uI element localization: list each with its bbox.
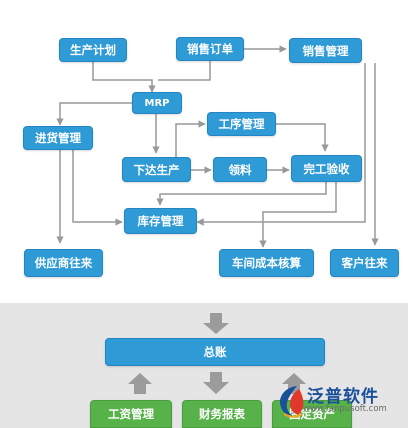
workshop-costing-node[interactable]: 车间成本核算: [219, 249, 314, 277]
connector-sales-to-inventory: [196, 63, 366, 226]
brand-logo: 泛普软件 www.fanpusoft.com: [277, 382, 405, 422]
brand-logo-name: 泛普软件: [307, 387, 379, 407]
inventory-management-node[interactable]: 库存管理: [124, 208, 197, 234]
financial-reports-node[interactable]: 财务报表: [182, 400, 262, 428]
connector-plan-to-mrp: [92, 62, 156, 93]
payroll-management-node[interactable]: 工资管理: [90, 400, 172, 428]
connector-order-to-mrp: [158, 61, 211, 81]
connector-mrp-to-purchase: [56, 102, 132, 126]
process-management-node[interactable]: 工序管理: [207, 112, 276, 136]
connector-completion-to-costing: [259, 182, 337, 248]
customer-accounts-node[interactable]: 客户往来: [330, 249, 399, 277]
general-ledger-node[interactable]: 总账: [105, 338, 325, 366]
block-arrow-reports-down: [203, 372, 229, 394]
connector-purchase-to-inventory: [72, 150, 123, 226]
connector-process-to-completion: [276, 123, 329, 152]
purchase-management-node[interactable]: 进货管理: [23, 126, 93, 150]
block-arrow-assets-up: [282, 373, 306, 394]
mrp-node[interactable]: MRP: [132, 92, 182, 114]
block-arrow-into-ledger: [203, 313, 229, 334]
production-plan-node[interactable]: 生产计划: [59, 38, 127, 62]
issue-production-node[interactable]: 下达生产: [122, 157, 191, 182]
connector-completion-to-inventory: [156, 182, 327, 206]
sales-order-node[interactable]: 销售订单: [176, 37, 244, 61]
sales-management-node[interactable]: 销售管理: [289, 38, 362, 63]
brand-logo-icon: [280, 386, 304, 418]
supplier-accounts-node[interactable]: 供应商往来: [24, 249, 103, 277]
connector-issue-to-process: [175, 120, 206, 157]
block-arrow-payroll-up: [128, 373, 152, 394]
brand-logo-url: www.fanpusoft.com: [303, 404, 387, 414]
completion-inspection-node[interactable]: 完工验收: [291, 155, 362, 182]
material-pick-node[interactable]: 领料: [213, 157, 267, 182]
